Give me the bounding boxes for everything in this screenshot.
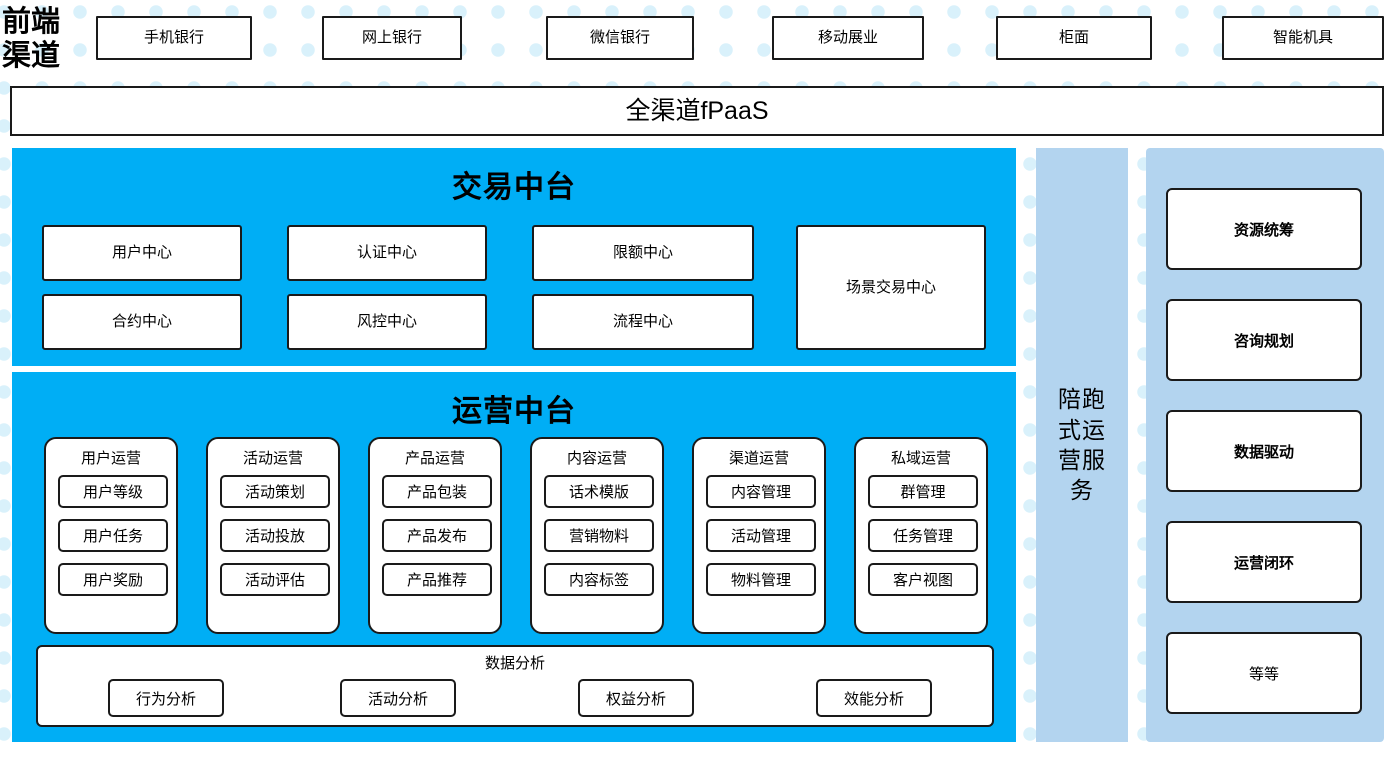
- channel-chip-internet-banking[interactable]: 网上银行: [322, 16, 462, 60]
- trade-box-process-center[interactable]: 流程中心: [532, 294, 754, 350]
- channel-chip-counter[interactable]: 柜面: [996, 16, 1152, 60]
- ops-item[interactable]: 用户任务: [58, 519, 168, 552]
- ops-group-private-ops: 私域运营群管理任务管理客户视图: [854, 437, 988, 634]
- data-analysis-item-activity-analysis[interactable]: 活动分析: [340, 679, 456, 717]
- ops-item[interactable]: 产品发布: [382, 519, 492, 552]
- ops-group-content-ops: 内容运营话术模版营销物料内容标签: [530, 437, 664, 634]
- ops-group-channel-ops: 渠道运营内容管理活动管理物料管理: [692, 437, 826, 634]
- capability-box-ops-closed-loop[interactable]: 运营闭环: [1166, 521, 1362, 603]
- ops-item[interactable]: 产品推荐: [382, 563, 492, 596]
- trade-box-risk-center[interactable]: 风控中心: [287, 294, 487, 350]
- trade-box-scene-trade-center[interactable]: 场景交易中心: [796, 225, 986, 350]
- capability-box-consulting-planning[interactable]: 咨询规划: [1166, 299, 1362, 381]
- ops-group-user-ops: 用户运营用户等级用户任务用户奖励: [44, 437, 178, 634]
- trade-box-contract-center[interactable]: 合约中心: [42, 294, 242, 350]
- ops-item[interactable]: 任务管理: [868, 519, 978, 552]
- data-analysis-item-efficiency-analysis[interactable]: 效能分析: [816, 679, 932, 717]
- frontend-channel-label: 前端 渠道: [2, 2, 84, 74]
- ops-item[interactable]: 群管理: [868, 475, 978, 508]
- ops-middle-platform-title: 运营中台: [452, 394, 576, 429]
- trade-box-auth-center[interactable]: 认证中心: [287, 225, 487, 281]
- data-analysis-item-behavior-analysis[interactable]: 行为分析: [108, 679, 224, 717]
- ops-group-title-private-ops: 私域运营: [890, 450, 951, 467]
- trade-box-user-center[interactable]: 用户中心: [42, 225, 242, 281]
- fpaas-banner: 全渠道fPaaS: [10, 86, 1384, 136]
- capability-box-data-driven[interactable]: 数据驱动: [1166, 410, 1362, 492]
- channel-chip-mobile-business[interactable]: 移动展业: [772, 16, 924, 60]
- ops-group-title-user-ops: 用户运营: [80, 450, 141, 467]
- ops-item[interactable]: 内容标签: [544, 563, 654, 596]
- frontend-channel-label-line2: 渠道: [2, 38, 61, 72]
- accompany-operation-service-column: 陪跑式运营服务: [1036, 148, 1128, 742]
- ops-item[interactable]: 用户等级: [58, 475, 168, 508]
- capability-box-resource-coordination[interactable]: 资源统筹: [1166, 188, 1362, 270]
- data-analysis-group: 数据分析 行为分析 活动分析 权益分析 效能分析: [36, 645, 994, 727]
- ops-group-product-ops: 产品运营产品包装产品发布产品推荐: [368, 437, 502, 634]
- ops-item[interactable]: 客户视图: [868, 563, 978, 596]
- ops-item[interactable]: 产品包装: [382, 475, 492, 508]
- ops-group-title-product-ops: 产品运营: [404, 450, 465, 467]
- capability-panel: 资源统筹咨询规划数据驱动运营闭环等等: [1146, 148, 1384, 742]
- trade-middle-platform-title: 交易中台: [452, 170, 576, 205]
- ops-item[interactable]: 用户奖励: [58, 563, 168, 596]
- ops-group-title-content-ops: 内容运营: [566, 450, 627, 467]
- ops-group-title-channel-ops: 渠道运营: [728, 450, 789, 467]
- channel-chip-mobile-banking[interactable]: 手机银行: [96, 16, 252, 60]
- ops-item[interactable]: 营销物料: [544, 519, 654, 552]
- ops-item[interactable]: 活动策划: [220, 475, 330, 508]
- ops-item[interactable]: 活动投放: [220, 519, 330, 552]
- capability-box-etc[interactable]: 等等: [1166, 632, 1362, 714]
- ops-group-title-activity-ops: 活动运营: [242, 450, 303, 467]
- ops-item[interactable]: 话术模版: [544, 475, 654, 508]
- channel-chip-wechat-banking[interactable]: 微信银行: [546, 16, 694, 60]
- accompany-operation-service-label: 陪跑式运营服务: [1058, 386, 1106, 504]
- data-analysis-title: 数据分析: [484, 655, 545, 672]
- ops-item[interactable]: 内容管理: [706, 475, 816, 508]
- ops-group-activity-ops: 活动运营活动策划活动投放活动评估: [206, 437, 340, 634]
- ops-item[interactable]: 活动评估: [220, 563, 330, 596]
- data-analysis-item-rights-analysis[interactable]: 权益分析: [578, 679, 694, 717]
- channel-chip-smart-machine[interactable]: 智能机具: [1222, 16, 1384, 60]
- trade-box-limit-center[interactable]: 限额中心: [532, 225, 754, 281]
- frontend-channel-label-line1: 前端: [2, 3, 61, 38]
- ops-item[interactable]: 物料管理: [706, 563, 816, 596]
- ops-item[interactable]: 活动管理: [706, 519, 816, 552]
